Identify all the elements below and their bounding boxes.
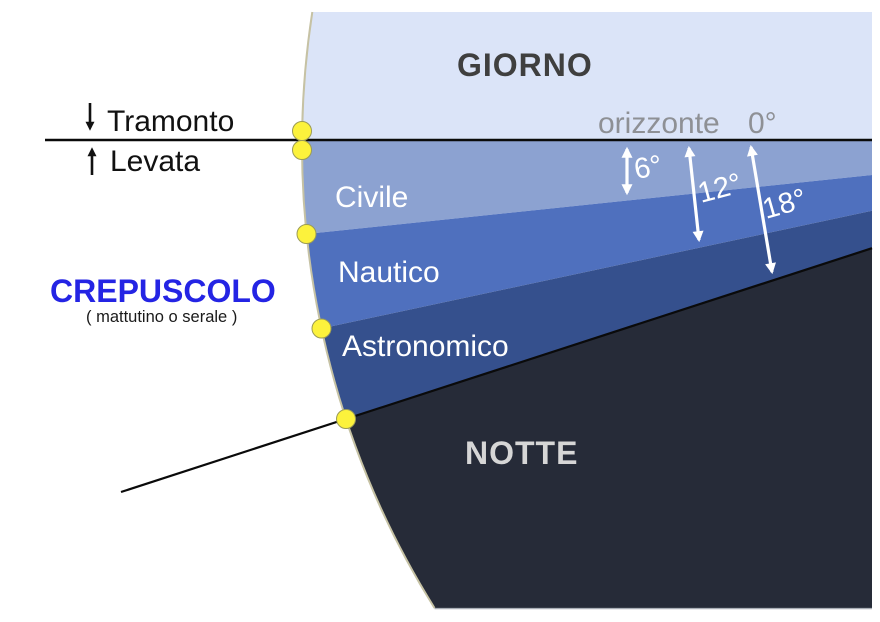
civile-region bbox=[301, 140, 873, 234]
astronomical-boundary-line bbox=[120, 247, 873, 494]
tramonto-label: Tramonto bbox=[107, 105, 234, 138]
angle-6-label: 6° bbox=[632, 150, 665, 186]
nautico-label: Nautico bbox=[338, 256, 440, 289]
orizzonte-zero-label: 0° bbox=[748, 107, 777, 140]
notte-label: NOTTE bbox=[465, 435, 578, 471]
sun-dot-civil-end bbox=[296, 224, 317, 244]
astronomico-region bbox=[321, 210, 872, 419]
giorno-region bbox=[302, 12, 872, 140]
notte-region bbox=[346, 248, 872, 608]
giorno-label: GIORNO bbox=[457, 47, 593, 83]
sun-dot-sunset bbox=[292, 121, 312, 141]
levata-label: Levata bbox=[110, 145, 200, 178]
sun-dot-astronomical-end bbox=[336, 409, 356, 429]
sun-dot-sunrise bbox=[292, 140, 312, 160]
orizzonte-label: orizzonte bbox=[598, 107, 720, 140]
civile-label: Civile bbox=[335, 181, 408, 214]
crepuscolo-label: CREPUSCOLO bbox=[50, 273, 276, 309]
angle-12-arrow-icon bbox=[684, 145, 704, 243]
sun-dot-nautical-end bbox=[311, 318, 332, 339]
nautico-region bbox=[306, 175, 872, 329]
angle-18-arrow-icon bbox=[747, 144, 776, 275]
astronomico-label: Astronomico bbox=[342, 330, 509, 363]
crepuscolo-subtitle: ( mattutino o serale ) bbox=[86, 308, 237, 326]
